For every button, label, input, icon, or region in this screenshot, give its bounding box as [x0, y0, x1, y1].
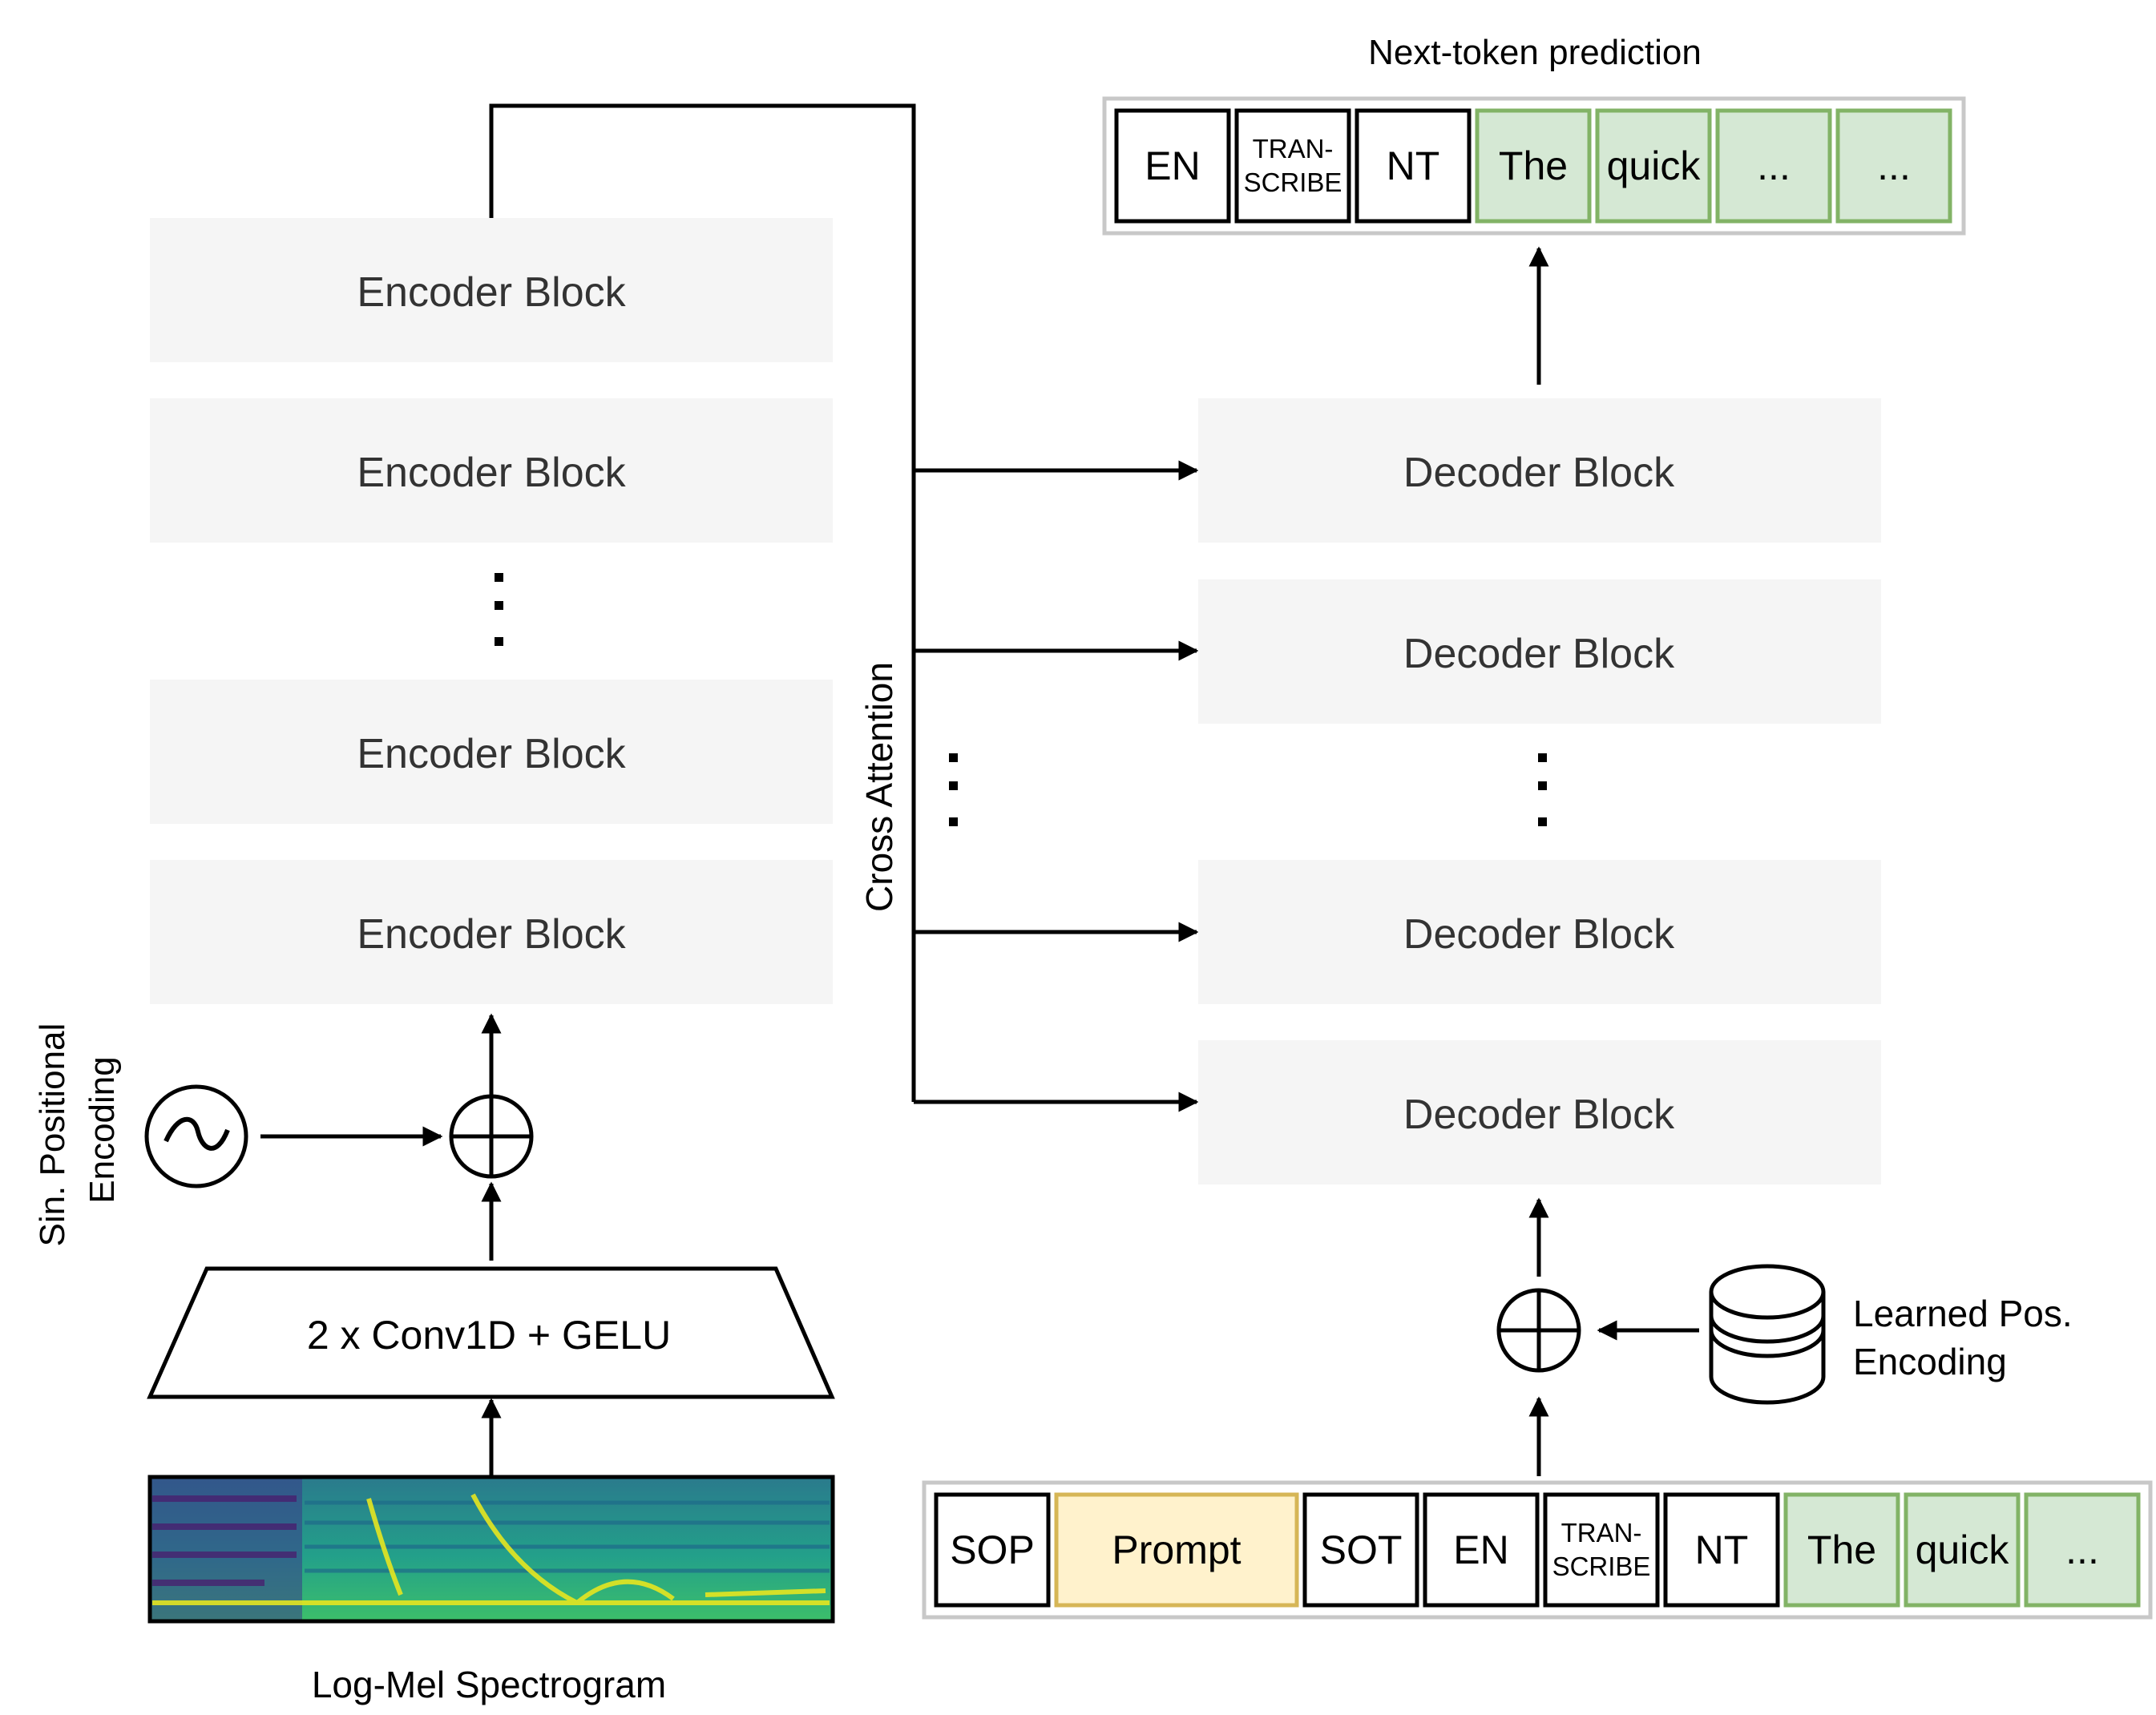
token-box [1835, 108, 1952, 224]
database-icon [1709, 1264, 1826, 1405]
encoder-add-node [449, 1094, 534, 1179]
cross-attention-ellipsis [949, 753, 958, 826]
token-label: SOP [950, 1527, 1035, 1572]
token-label: The [1499, 143, 1568, 188]
decoder-block-label: Decoder Block [1403, 450, 1675, 496]
encoder-ellipsis [495, 573, 503, 646]
encoder-block [150, 218, 833, 362]
token-box [1054, 1492, 1299, 1608]
decoder-block-label: Decoder Block [1403, 911, 1675, 958]
decoder-block [1198, 398, 1881, 543]
token-label: SOT [1320, 1527, 1403, 1572]
encoder-block-label: Encoder Block [357, 731, 626, 777]
decoder-block [1198, 1040, 1881, 1184]
sin-pos-encoding-label: Sin. Positional Encoding [33, 1013, 122, 1246]
token-label: NT [1695, 1527, 1749, 1572]
token-label: quick [1916, 1527, 2010, 1572]
token-box [1543, 1492, 1660, 1608]
token-label: The [1807, 1527, 1876, 1572]
output-token-row: EN TRAN-SCRIBE NT The quick...... [1114, 108, 1952, 224]
cross-attention-label: Cross Attention [858, 662, 900, 912]
encoder-input-path [260, 1013, 502, 1477]
diagram-title: Next-token prediction [1368, 33, 1702, 72]
token-box [934, 1492, 1051, 1608]
decoder-block [1198, 860, 1881, 1004]
decoder-add-node [1496, 1288, 1581, 1373]
token-label: EN [1453, 1527, 1508, 1572]
token-box [1423, 1492, 1540, 1608]
token-label: EN [1145, 143, 1200, 188]
token-label: ... [1877, 143, 1911, 188]
decoder-block [1198, 579, 1881, 724]
token-box [1783, 1492, 1900, 1608]
token-label: TRAN-SCRIBE [1552, 1518, 1651, 1581]
token-box [1663, 1492, 1780, 1608]
token-label: ... [2065, 1527, 2099, 1572]
decoder-stack: Decoder Block Decoder Block Decoder Bloc… [1198, 398, 1881, 1184]
token-label: quick [1607, 143, 1702, 188]
conv-block-label: 2 x Conv1D + GELU [307, 1313, 671, 1358]
token-box [2024, 1492, 2141, 1608]
decoder-block-label: Decoder Block [1403, 1092, 1675, 1138]
encoder-block [150, 860, 833, 1004]
token-box [1715, 108, 1832, 224]
learned-pos-encoding-label: Learned Pos. Encoding [1853, 1293, 2082, 1382]
encoder-block-label: Encoder Block [357, 911, 626, 958]
sinusoid-icon [144, 1084, 248, 1188]
decoder-flow-arrows [1528, 246, 1699, 1476]
token-label: ... [1757, 143, 1791, 188]
token-box [1234, 108, 1351, 224]
encoder-stack: Encoder Block Encoder Block Encoder Bloc… [150, 218, 833, 1004]
spectrogram-label: Log-Mel Spectrogram [312, 1664, 666, 1705]
token-label: NT [1387, 143, 1440, 188]
token-box [1114, 108, 1231, 224]
input-token-row: SOP Prompt SOT EN TRAN-SCRIBE NT The quick... [934, 1492, 2141, 1608]
spectrogram-image [147, 1475, 835, 1624]
decoder-ellipsis [1538, 753, 1547, 826]
encoder-block-label: Encoder Block [357, 450, 626, 496]
token-box [1904, 1492, 2021, 1608]
token-label: TRAN-SCRIBE [1244, 134, 1342, 197]
conv-block: 2 x Conv1D + GELU [147, 1266, 835, 1399]
encoder-block-label: Encoder Block [357, 269, 626, 316]
token-box [1475, 108, 1592, 224]
decoder-block-label: Decoder Block [1403, 631, 1675, 677]
token-label: Prompt [1112, 1527, 1241, 1572]
token-box [1595, 108, 1712, 224]
encoder-block [150, 680, 833, 824]
encoder-block [150, 398, 833, 543]
token-box [1355, 108, 1472, 224]
cross-attention-connector [489, 103, 1199, 1112]
token-box [1302, 1492, 1419, 1608]
